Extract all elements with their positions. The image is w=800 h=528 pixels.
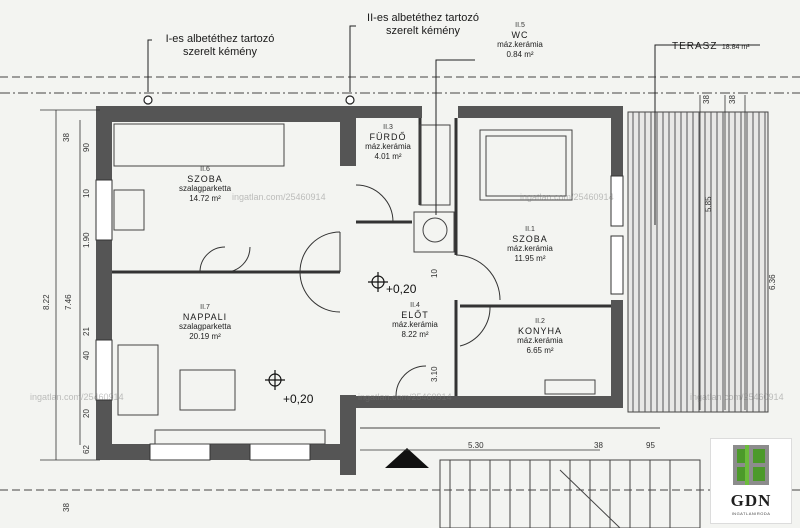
dim-8-22: 8.22	[42, 294, 51, 310]
room-szoba-II1: II.1 SZOBA máz.kerámia 11.95 m²	[480, 226, 580, 263]
dim-10-left: 10	[82, 189, 91, 198]
chimney-callout-2-line1: II-es albetéthez tartozó	[367, 12, 479, 24]
chimney-callout-2-line2: szerelt kémény	[386, 24, 460, 37]
watermark: ingatlan.com/25460914	[30, 392, 124, 402]
wc-code: II.5	[515, 22, 525, 29]
watermark: ingatlan.com/25460914	[358, 392, 452, 402]
room-name: SZOBA	[187, 174, 223, 185]
chimney-callout-1: I-es albetéthez tartozó szerelt kémény	[145, 33, 295, 58]
chimney-leaders	[147, 25, 760, 225]
terrace-callout: TERASZ 18.84 m²	[672, 36, 792, 54]
dim-1-90: 1.90	[82, 232, 91, 248]
wc-callout: II.5 WC máz.kerámia 0.84 m²	[470, 22, 570, 59]
room-code: II.6	[200, 166, 210, 173]
room-area: 4.01 m²	[374, 151, 402, 161]
dim-62: 62	[82, 445, 91, 454]
room-material: szalagparketta	[178, 184, 232, 194]
room-area: 20.19 m²	[189, 331, 221, 341]
room-code: II.7	[200, 304, 210, 311]
dim-21: 21	[82, 327, 91, 336]
room-area: 8.22 m²	[401, 329, 429, 339]
level-label-elot: +0,20	[386, 282, 417, 296]
dim-95: 95	[646, 441, 655, 450]
dim-38-bottom: 38	[594, 441, 603, 450]
room-material: máz.kerámia	[517, 336, 563, 346]
logo-emblem	[733, 445, 769, 485]
logo-tagline: INGATLANIRODA	[731, 511, 771, 516]
room-code: II.1	[525, 226, 535, 233]
dim-38-top-left: 38	[62, 133, 71, 142]
level-marker-elot	[368, 272, 388, 292]
room-szoba-II6: II.6 SZOBA szalagparketta 14.72 m²	[150, 166, 260, 203]
watermark: ingatlan.com/25460914	[232, 192, 326, 202]
room-name: FÜRDŐ	[369, 132, 407, 143]
dim-38-bottom-left: 38	[62, 503, 71, 512]
stairs	[360, 427, 701, 528]
room-area: 6.65 m²	[526, 345, 554, 355]
terrace-name: TERASZ	[672, 41, 718, 52]
room-name: NAPPALI	[182, 312, 228, 323]
chimney-symbols	[143, 95, 355, 105]
room-name: SZOBA	[512, 234, 548, 245]
dim-20: 20	[82, 409, 91, 418]
dim-6-36: 6.36	[768, 274, 777, 290]
room-name: ELŐT	[401, 310, 429, 321]
room-area: 14.72 m²	[189, 193, 221, 203]
dim-7-46: 7.46	[64, 294, 73, 310]
chimney-callout-2: II-es albetéthez tartozó szerelt kémény	[348, 12, 498, 37]
chimney-callout-1-line1: I-es albetéthez tartozó	[165, 33, 275, 45]
room-name: KONYHA	[517, 326, 562, 337]
dim-40: 40	[82, 351, 91, 360]
reference-lines	[0, 76, 800, 491]
room-elot-II4: II.4 ELŐT máz.kerámia 8.22 m²	[370, 302, 460, 339]
watermark: ingatlan.com/25460914	[690, 392, 784, 402]
watermark: ingatlan.com/25460914	[520, 192, 614, 202]
dim-3-10: 3.10	[430, 366, 439, 382]
windows	[95, 175, 624, 461]
room-area: 11.95 m²	[514, 253, 546, 263]
wc-area: 0.84 m²	[506, 49, 534, 59]
terrace-hatch	[627, 111, 769, 413]
wc-material: máz.kerámia	[497, 40, 543, 50]
room-code: II.4	[410, 302, 420, 309]
dimension-lines	[40, 95, 746, 461]
entrance-arrow	[385, 448, 429, 468]
furniture	[113, 123, 596, 445]
logo-name: GDN	[730, 491, 772, 510]
dim-38-right-a: 38	[702, 95, 711, 104]
room-code: II.3	[383, 124, 393, 131]
terrace-area: 18.84 m²	[721, 44, 750, 51]
room-nappali-II7: II.7 NAPPALI szalagparketta 20.19 m²	[150, 304, 260, 341]
dim-10-center: 10	[430, 269, 439, 278]
wc-name: WC	[511, 30, 529, 41]
door-swings	[199, 184, 501, 397]
level-label-nappali: +0,20	[283, 392, 314, 406]
chimney-callout-1-line2: szerelt kémény	[183, 45, 257, 58]
room-code: II.2	[535, 318, 545, 325]
dim-90: 90	[82, 143, 91, 152]
level-marker-nappali	[265, 370, 285, 390]
room-material: máz.kerámia	[392, 320, 438, 330]
gdn-logo: GDN INGATLANIRODA	[710, 438, 792, 524]
dim-5-30: 5.30	[468, 441, 484, 450]
dim-5-85: 5.85	[704, 196, 713, 212]
room-konyha-II2: II.2 KONYHA máz.kerámia 6.65 m²	[490, 318, 590, 355]
room-material: szalagparketta	[178, 322, 232, 332]
room-furdo-II3: II.3 FÜRDŐ máz.kerámia 4.01 m²	[352, 124, 424, 161]
dim-38-right-b: 38	[728, 95, 737, 104]
room-material: máz.kerámia	[365, 142, 411, 152]
room-material: máz.kerámia	[507, 244, 553, 254]
outer-walls	[96, 106, 623, 475]
